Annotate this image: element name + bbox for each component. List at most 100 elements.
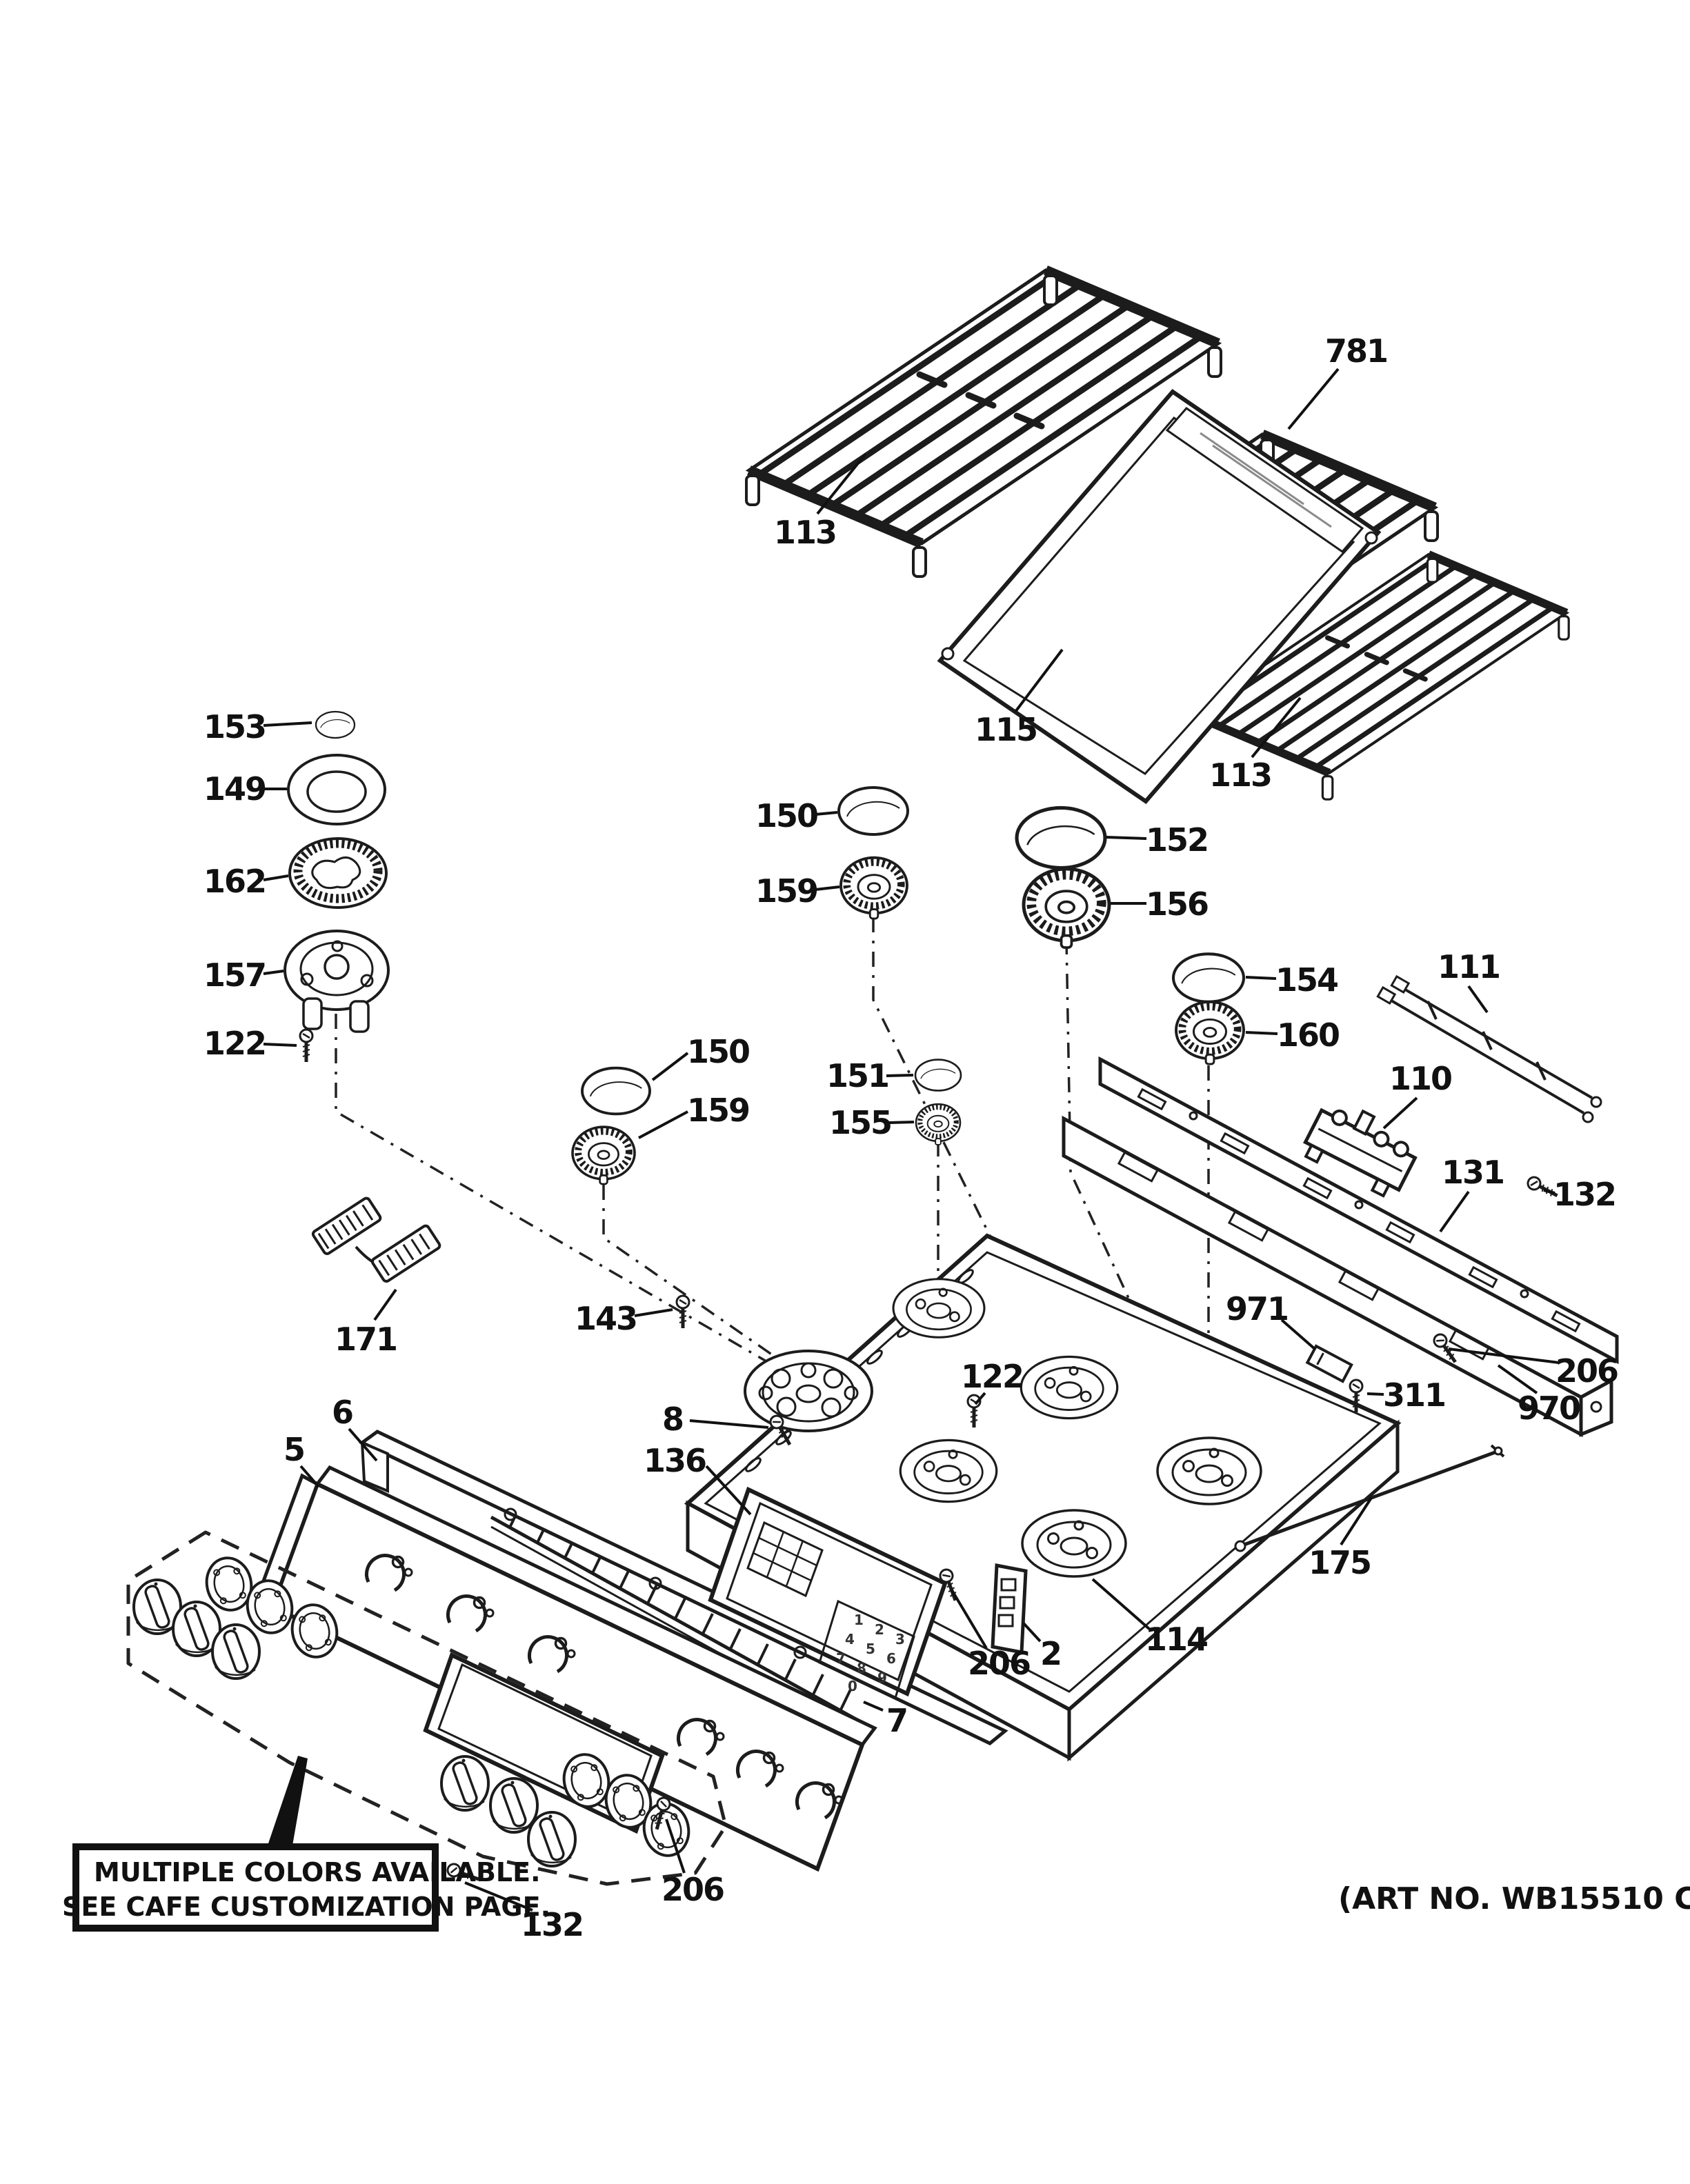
leader-line-5 bbox=[299, 1465, 320, 1488]
part-label-111: 111 bbox=[1438, 948, 1500, 985]
recess-back-center bbox=[1020, 1355, 1119, 1420]
part-label-5: 5 bbox=[284, 1431, 304, 1468]
keypad-digit: 1 bbox=[854, 1612, 864, 1628]
igniter-module-171 bbox=[311, 1196, 441, 1283]
gas-valve-assembly-110 bbox=[1303, 1108, 1418, 1198]
burner-base-157 bbox=[284, 930, 390, 1033]
part-label-150-mid: 150 bbox=[687, 1033, 749, 1070]
part-label-154: 154 bbox=[1275, 961, 1338, 999]
leader-line-150-mid bbox=[651, 1052, 689, 1081]
part-label-311: 311 bbox=[1383, 1376, 1445, 1414]
leader-line-971 bbox=[1280, 1319, 1316, 1350]
part-label-150-upper: 150 bbox=[755, 797, 817, 834]
keypad-digit: 6 bbox=[886, 1650, 896, 1667]
burner-cap-151 bbox=[914, 1059, 962, 1092]
part-label-110: 110 bbox=[1389, 1060, 1451, 1097]
control-knob bbox=[211, 1623, 261, 1680]
leader-line-155 bbox=[888, 1121, 915, 1124]
recess-wok bbox=[744, 1350, 873, 1432]
leader-line-131 bbox=[1439, 1190, 1470, 1233]
leader-line-175 bbox=[1340, 1496, 1373, 1546]
part-label-971: 971 bbox=[1226, 1290, 1288, 1328]
leader-line-154 bbox=[1245, 976, 1277, 980]
burner-head-155 bbox=[916, 1104, 960, 1145]
burner-cap-152 bbox=[1017, 808, 1105, 868]
leader-line-171 bbox=[373, 1288, 397, 1321]
burner-cap-150-mid bbox=[581, 1066, 651, 1116]
burner-cap-154 bbox=[1173, 954, 1244, 1001]
knob-kit-outline bbox=[126, 1530, 728, 1886]
part-label-132-bottom: 132 bbox=[521, 1906, 583, 1943]
note-line-2: SEE CAFE CUSTOMIZATION PAGE. bbox=[62, 1892, 550, 1922]
control-knob bbox=[440, 1755, 490, 1812]
leader-line-162 bbox=[263, 874, 289, 881]
burner-cap-153 bbox=[315, 710, 356, 739]
leader-line-159-mid bbox=[638, 1110, 688, 1139]
control-knob bbox=[489, 1777, 539, 1834]
spacer-plate-971 bbox=[1305, 1344, 1353, 1383]
part-label-160: 160 bbox=[1277, 1016, 1339, 1054]
part-callouts: 7811131151131531491621571221501591521561… bbox=[203, 332, 1619, 1943]
part-label-152: 152 bbox=[1146, 821, 1208, 859]
art-number: (ART NO. WB15510 C30) bbox=[1338, 1881, 1690, 1916]
burner-ring-149 bbox=[287, 754, 386, 825]
part-label-149: 149 bbox=[203, 770, 266, 808]
part-label-159-mid: 159 bbox=[687, 1092, 749, 1129]
keypad-digit: 3 bbox=[895, 1631, 905, 1647]
keypad-digit: 8 bbox=[857, 1660, 866, 1676]
part-label-153: 153 bbox=[203, 708, 266, 745]
burner-head-159-mid bbox=[573, 1127, 635, 1184]
leader-line-2 bbox=[1022, 1622, 1042, 1643]
tube-175 bbox=[1234, 1444, 1505, 1552]
leader-line-7 bbox=[863, 1701, 884, 1712]
leader-line-150-upper bbox=[815, 811, 838, 816]
keypad-digit: 2 bbox=[875, 1621, 884, 1638]
keypad-digit: 0 bbox=[848, 1678, 857, 1694]
burner-head-159-upper bbox=[841, 858, 907, 919]
part-label-131: 131 bbox=[1442, 1154, 1504, 1191]
wire-harness-111 bbox=[1376, 974, 1602, 1123]
griddle-781 bbox=[937, 389, 1382, 804]
leader-line-159-upper bbox=[815, 885, 840, 891]
display-keypad-digits: 1 2 3 4 5 6 7 8 9 0 bbox=[836, 1612, 905, 1694]
keypad-digit: 4 bbox=[845, 1631, 855, 1647]
leader-line-152 bbox=[1106, 836, 1147, 840]
keypad-digit: 9 bbox=[877, 1670, 887, 1686]
display-board-136: 1 2 3 4 5 6 7 8 9 0 bbox=[708, 1486, 948, 1700]
leader-line-8 bbox=[689, 1419, 769, 1429]
part-label-781: 781 bbox=[1325, 332, 1387, 370]
burner-cap-150-upper bbox=[837, 786, 909, 836]
leader-line-160 bbox=[1245, 1031, 1278, 1035]
display-keypad bbox=[818, 1599, 915, 1700]
part-label-6: 6 bbox=[332, 1394, 352, 1431]
part-label-114: 114 bbox=[1145, 1621, 1207, 1658]
part-label-122-center: 122 bbox=[961, 1358, 1023, 1395]
leader-line-122-center bbox=[974, 1392, 986, 1405]
burner-head-162 bbox=[288, 837, 388, 909]
part-label-151: 151 bbox=[826, 1057, 888, 1094]
screw-143 bbox=[677, 1296, 689, 1328]
part-label-157: 157 bbox=[203, 956, 266, 994]
wok-burner-stack bbox=[284, 710, 390, 1062]
note-box-pointer bbox=[268, 1756, 308, 1845]
screw-122-left bbox=[300, 1030, 312, 1062]
leader-line-115 bbox=[1014, 648, 1064, 713]
leader-line-113-top bbox=[816, 452, 867, 515]
part-label-206-center: 206 bbox=[968, 1645, 1030, 1682]
keypad-digit: 5 bbox=[866, 1641, 875, 1657]
part-label-159-upper: 159 bbox=[755, 872, 817, 910]
leader-line-122-left bbox=[263, 1043, 297, 1047]
leader-line-970 bbox=[1497, 1364, 1538, 1394]
leader-line-143 bbox=[634, 1308, 673, 1317]
leader-line-110 bbox=[1382, 1096, 1418, 1130]
part-label-155: 155 bbox=[829, 1104, 891, 1141]
part-label-171: 171 bbox=[335, 1321, 397, 1358]
leader-line-153 bbox=[263, 721, 312, 727]
recess-right bbox=[1156, 1436, 1262, 1505]
part-label-113-right: 113 bbox=[1209, 757, 1271, 794]
recess-front-center bbox=[1021, 1509, 1127, 1578]
control-panel-5 bbox=[255, 1465, 877, 1872]
burner-head-156 bbox=[1024, 869, 1109, 948]
leader-line-6 bbox=[348, 1427, 378, 1462]
note-line-1: MULTIPLE COLORS AVAILABLE. bbox=[94, 1857, 541, 1887]
